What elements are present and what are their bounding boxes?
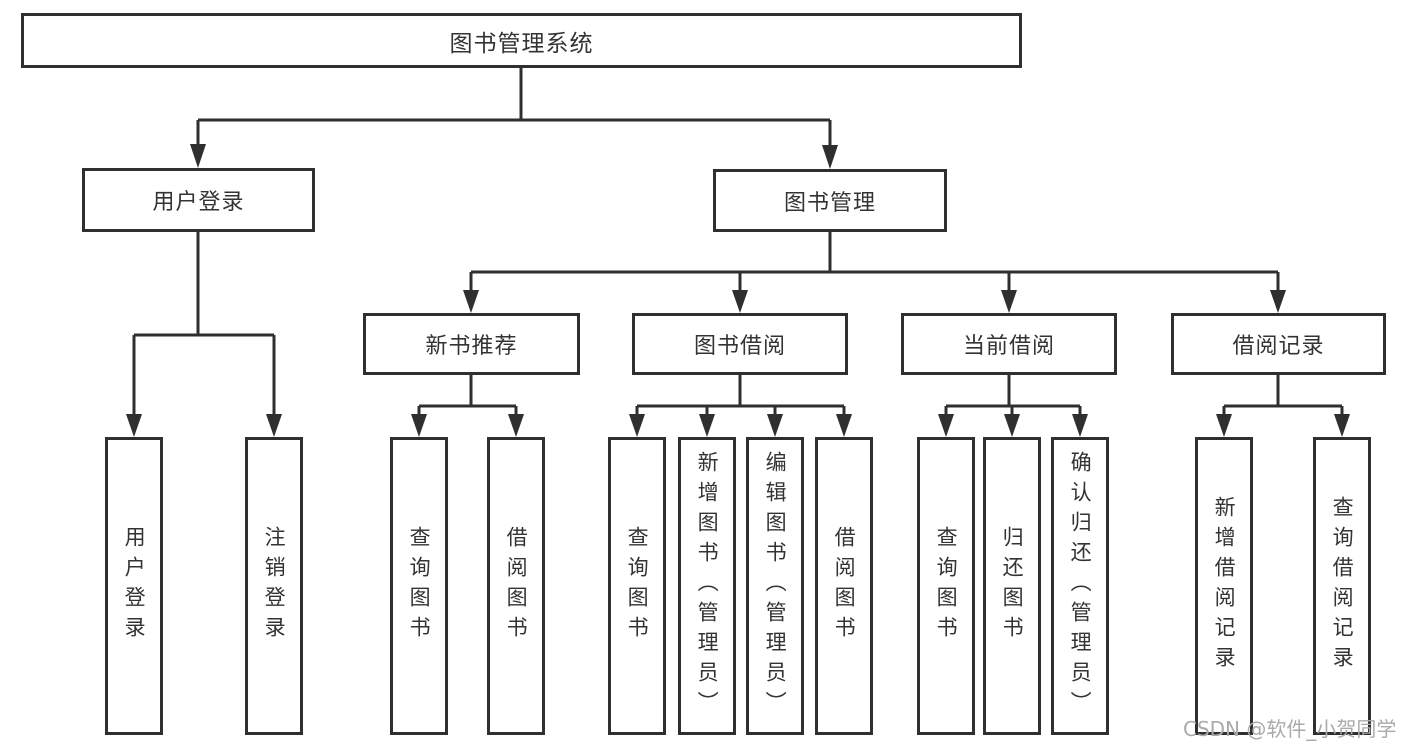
node-library-system-label: 图书管理系统 [449, 30, 594, 57]
node-book-management-label: 图书管理 [783, 190, 876, 216]
node-leaf-edit-book-admin: 编辑图书（管理员） [746, 437, 804, 735]
node-leaf-query-book-3-label: 查询图书 [934, 526, 959, 646]
node-library-system: 图书管理系统 [21, 13, 1022, 68]
connector-borrowrecord-to-leaves [1222, 375, 1344, 416]
arrowhead-icon [126, 414, 142, 437]
arrowhead-icon [1216, 414, 1232, 437]
connector-root-to-level2 [196, 68, 832, 147]
arrowhead-icon [1334, 414, 1350, 437]
node-leaf-query-book-1: 查询图书 [390, 437, 448, 735]
node-borrowing-records: 借阅记录 [1171, 313, 1386, 375]
node-new-book-recommend: 新书推荐 [363, 313, 580, 375]
node-leaf-query-book-2-label: 查询图书 [625, 526, 650, 646]
node-book-borrowing-label: 图书借阅 [693, 334, 786, 359]
watermark: CSDN @软件_小贺同学 [1183, 717, 1397, 741]
arrowhead-icon [732, 290, 748, 313]
arrowhead-icon [629, 414, 645, 437]
node-borrowing-records-label: 借阅记录 [1232, 334, 1325, 359]
node-leaf-edit-book-admin-label: 编辑图书（管理员） [763, 451, 788, 721]
node-current-borrowing: 当前借阅 [901, 313, 1117, 375]
node-current-borrowing-label: 当前借阅 [962, 334, 1055, 359]
node-leaf-user-login-label: 用户登录 [122, 526, 147, 646]
arrowhead-icon [699, 414, 715, 437]
arrowhead-icon [190, 144, 206, 168]
node-leaf-add-book-admin-label: 新增图书（管理员） [695, 451, 720, 721]
node-leaf-borrow-book-1: 借阅图书 [487, 437, 545, 735]
connector-newbookrec-to-leaves [417, 375, 518, 416]
arrowhead-icon [1270, 290, 1286, 313]
node-leaf-return-book-label: 归还图书 [1000, 526, 1025, 646]
arrowheads [126, 144, 1350, 437]
node-user-login-label: 用户登录 [152, 190, 245, 215]
node-new-book-recommend-label: 新书推荐 [425, 334, 518, 359]
connector-currentborrow-to-leaves [944, 375, 1082, 416]
arrowhead-icon [508, 414, 524, 437]
arrowhead-icon [1004, 414, 1020, 437]
connector-bookborrow-to-leaves [635, 375, 846, 416]
node-book-management: 图书管理 [713, 169, 947, 232]
node-leaf-query-book-3: 查询图书 [917, 437, 975, 735]
node-leaf-add-borrow-record: 新增借阅记录 [1195, 437, 1253, 735]
arrowhead-icon [411, 414, 427, 437]
arrowhead-icon [836, 414, 852, 437]
arrowhead-icon [822, 145, 838, 169]
node-leaf-logout: 注销登录 [245, 437, 303, 735]
node-leaf-query-book-1-label: 查询图书 [407, 526, 432, 646]
node-leaf-user-login: 用户登录 [105, 437, 163, 735]
node-leaf-return-book: 归还图书 [983, 437, 1041, 735]
node-leaf-borrow-book-2: 借阅图书 [815, 437, 873, 735]
node-leaf-query-book-2: 查询图书 [608, 437, 666, 735]
node-leaf-add-book-admin: 新增图书（管理员） [678, 437, 736, 735]
node-leaf-borrow-book-2-label: 借阅图书 [832, 526, 857, 646]
node-user-login: 用户登录 [82, 168, 315, 232]
node-leaf-add-borrow-record-label: 新增借阅记录 [1212, 496, 1237, 676]
node-leaf-confirm-return-admin: 确认归还（管理员） [1051, 437, 1109, 735]
node-book-borrowing: 图书借阅 [632, 313, 848, 375]
connector-userlogin-to-leaves [132, 232, 276, 416]
arrowhead-icon [938, 414, 954, 437]
node-leaf-confirm-return-admin-label: 确认归还（管理员） [1068, 451, 1093, 721]
node-leaf-logout-label: 注销登录 [262, 526, 287, 646]
arrowhead-icon [266, 414, 282, 437]
arrowhead-icon [463, 290, 479, 313]
arrowhead-icon [1001, 290, 1017, 313]
node-leaf-query-borrow-record-label: 查询借阅记录 [1330, 496, 1355, 676]
node-leaf-borrow-book-1-label: 借阅图书 [504, 526, 529, 646]
arrowhead-icon [767, 414, 783, 437]
arrowhead-icon [1072, 414, 1088, 437]
connector-bookmgmt-to-level3 [469, 232, 1280, 291]
node-leaf-query-borrow-record: 查询借阅记录 [1313, 437, 1371, 735]
